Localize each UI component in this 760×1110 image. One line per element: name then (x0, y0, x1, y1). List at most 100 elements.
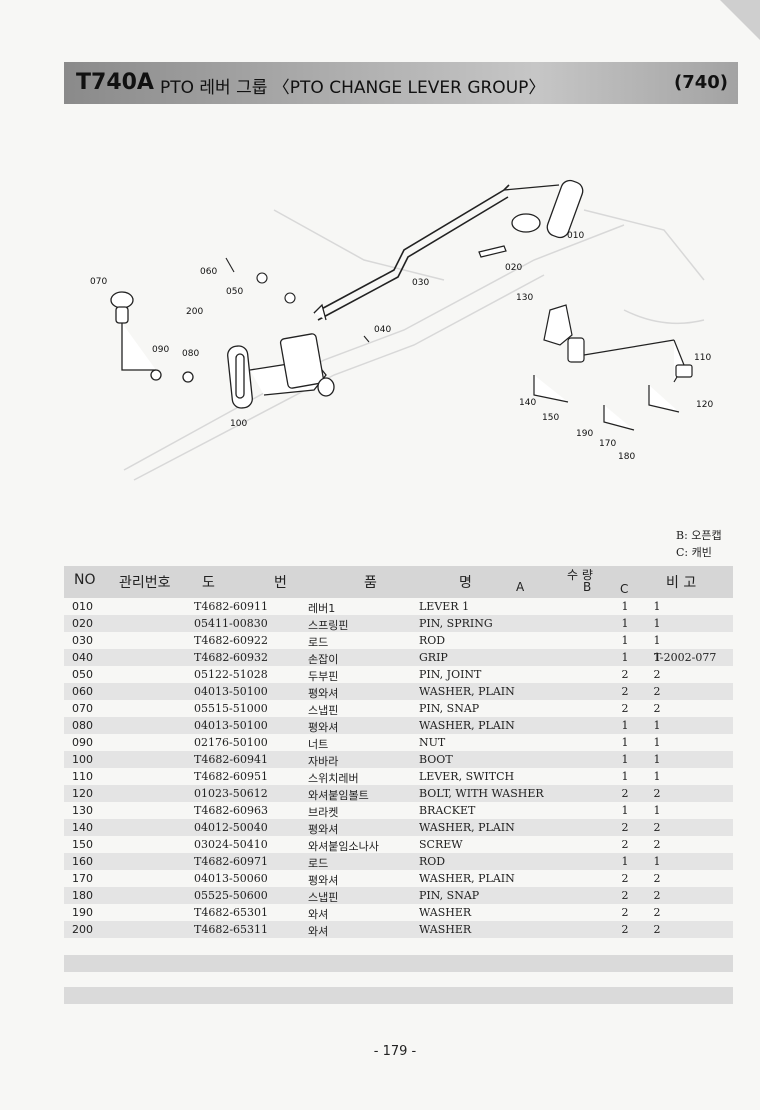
cell-c: 2 (653, 821, 661, 834)
callout-150: 150 (542, 413, 559, 423)
cell-no: 020 (72, 617, 93, 630)
group-code: (740) (674, 72, 729, 93)
cell-kr: 브라켓 (308, 806, 339, 819)
cell-no: 010 (72, 600, 93, 613)
cell-kr: 스냅핀 (308, 891, 339, 904)
cell-en: WASHER, PLAIN (419, 821, 515, 834)
cell-b: 2 (621, 787, 629, 800)
grip-boot-assembly (110, 291, 335, 409)
cell-b: 2 (621, 872, 629, 885)
cell-b: 2 (621, 889, 629, 902)
header-qty: 수 량 (567, 568, 593, 582)
cell-no: 110 (72, 770, 93, 783)
cell-no: 150 (72, 838, 93, 851)
cell-en: WASHER (419, 906, 472, 919)
header-no: NO (74, 572, 96, 588)
cell-kr: 평와셔 (308, 874, 339, 887)
cell-part: T4682-65311 (194, 923, 269, 936)
cell-part: T4682-60932 (194, 651, 269, 664)
cell-kr: 자바라 (308, 755, 339, 768)
header-mgmt-no: 관리번호 (119, 575, 171, 591)
cell-no: 070 (72, 702, 93, 715)
cell-en: SCREW (419, 838, 463, 851)
cell-b: 1 (621, 770, 629, 783)
cell-b: 2 (621, 923, 629, 936)
callout-060: 060 (200, 267, 217, 277)
cell-en: PIN, SNAP (419, 702, 480, 715)
background-tractor-outline (123, 209, 705, 481)
callout-100: 100 (230, 419, 247, 429)
cell-part: T4682-60911 (194, 600, 269, 613)
cell-c: 1 (653, 617, 661, 630)
cell-no: 160 (72, 855, 93, 868)
header-part-no-1: 도 (202, 575, 215, 591)
header-qty-b: B (583, 580, 592, 594)
cell-c: 2 (653, 872, 661, 885)
callout-200: 200 (186, 307, 203, 317)
cell-c: 1 (653, 736, 661, 749)
cell-b: 2 (621, 668, 629, 681)
cell-part: 04013-50100 (194, 719, 268, 732)
cell-part: 04012-50040 (194, 821, 268, 834)
cell-no: 170 (72, 872, 93, 885)
cell-b: 2 (621, 821, 629, 834)
cell-en: BRACKET (419, 804, 476, 817)
callout-020: 020 (505, 263, 522, 273)
callout-110: 110 (694, 353, 711, 363)
cell-c: 1 (653, 804, 661, 817)
callout-030: 030 (412, 278, 429, 288)
cell-kr: 로드 (308, 636, 329, 649)
callout-090: 090 (152, 345, 169, 355)
callout-070: 070 (90, 277, 107, 287)
cell-part: T4682-60922 (194, 634, 269, 647)
cell-c: 2 (653, 923, 661, 936)
cell-b: 1 (621, 736, 629, 749)
cell-part: 05515-51000 (194, 702, 268, 715)
callout-120: 120 (696, 400, 713, 410)
cell-kr: 스위치레버 (308, 772, 359, 785)
cell-remarks: T-2002-077 (654, 651, 717, 664)
cell-c: 1 (653, 651, 661, 664)
legend-c: C: 캐빈 (676, 546, 712, 559)
model-label: T740A (76, 70, 154, 95)
cell-part: 02176-50100 (194, 736, 268, 749)
callout-010: 010 (567, 231, 584, 241)
cell-en: GRIP (419, 651, 448, 664)
cell-part: T4682-60971 (194, 855, 269, 868)
page-number: - 179 - (373, 1044, 417, 1059)
cell-no: 130 (72, 804, 93, 817)
cell-kr: 평와셔 (308, 721, 339, 734)
cell-part: 05525-50600 (194, 889, 268, 902)
cell-en: BOOT (419, 753, 453, 766)
cell-kr: 두부핀 (308, 670, 339, 683)
cell-en: WASHER, PLAIN (419, 872, 515, 885)
cell-kr: 와셔붙임소나사 (308, 840, 379, 853)
cell-kr: 손잡이 (308, 653, 339, 666)
cell-en: PIN, SNAP (419, 889, 480, 902)
cell-kr: 평와셔 (308, 687, 339, 700)
cell-c: 1 (653, 600, 661, 613)
cell-en: ROD (419, 634, 446, 647)
cell-c: 2 (653, 702, 661, 715)
cell-no: 200 (72, 923, 93, 936)
callout-040: 040 (374, 325, 391, 335)
cell-part: T4682-60941 (194, 753, 269, 766)
cell-b: 1 (621, 753, 629, 766)
cell-no: 030 (72, 634, 93, 647)
lever-1-010 (503, 179, 584, 239)
